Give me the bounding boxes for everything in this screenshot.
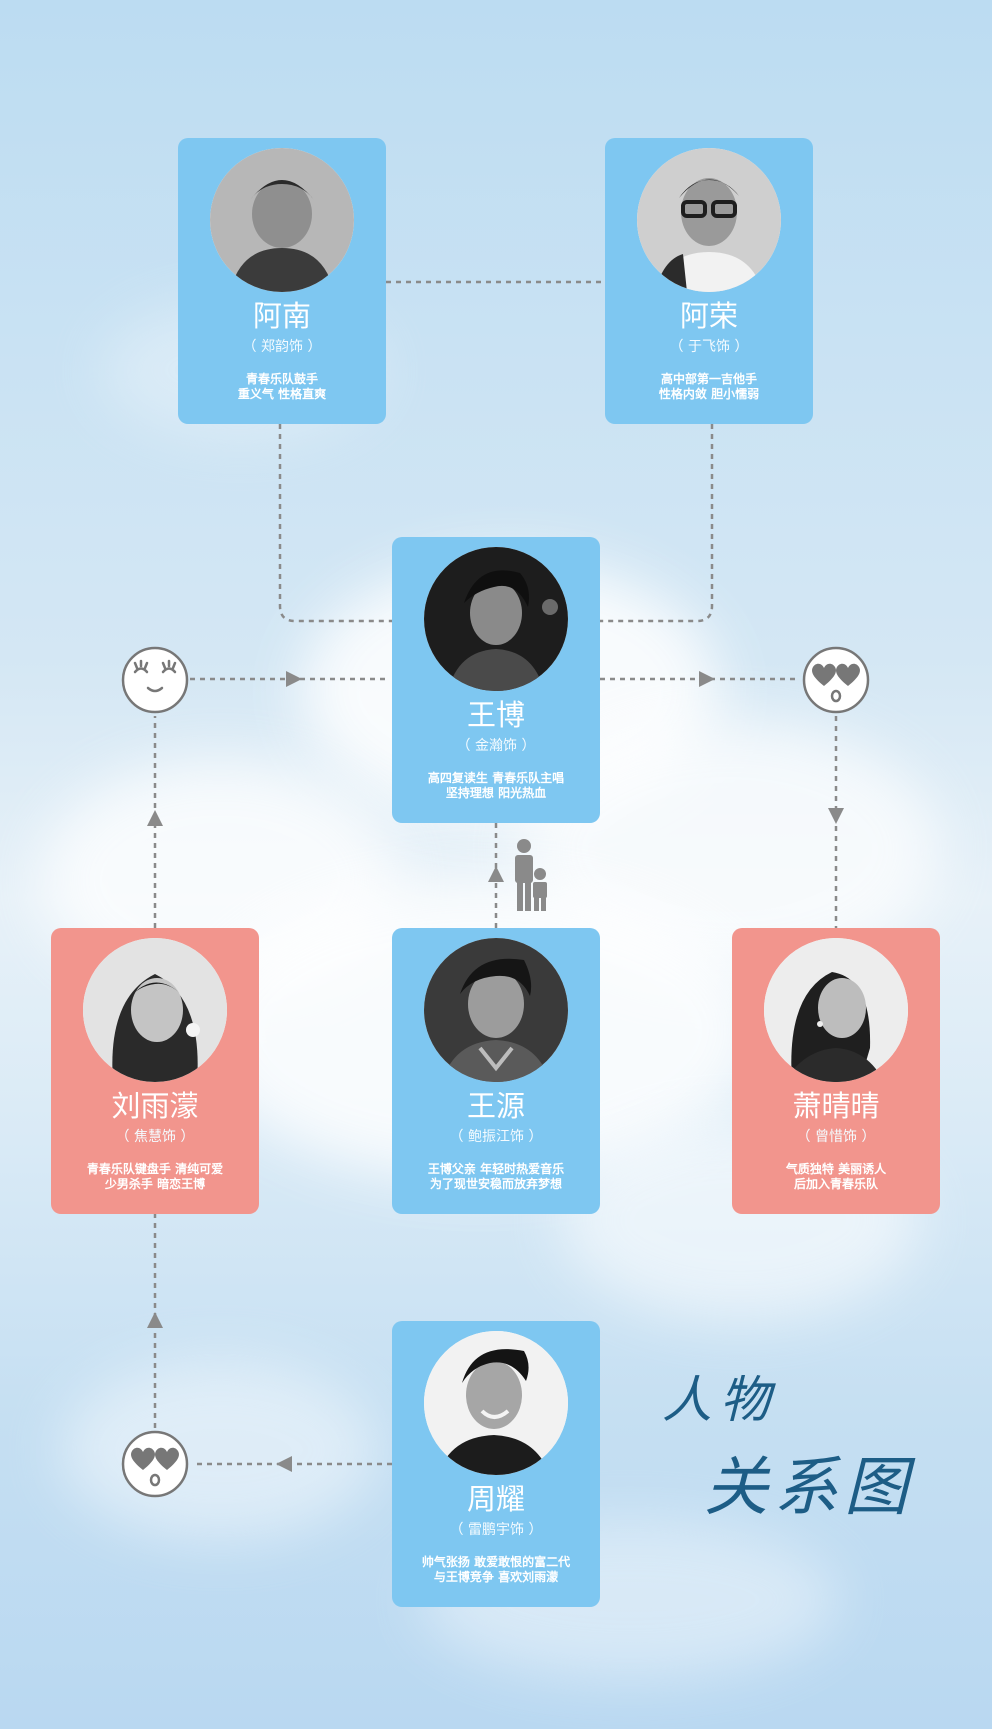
character-card-xiaoqingqing[interactable]: 萧晴晴 （ 曾惜饰 ） 气质独特 美丽诱人 后加入青春乐队 [732, 928, 940, 1214]
character-photo [637, 148, 781, 292]
description-line: 与王博竞争 喜欢刘雨濛 [433, 1570, 559, 1584]
description-line: 性格内敛 胆小懦弱 [658, 387, 760, 401]
character-description: 高四复读生 青春乐队主唱 坚持理想 阳光热血 [392, 771, 600, 801]
description-line: 坚持理想 阳光热血 [445, 786, 547, 800]
character-card-wangbo[interactable]: 王博 （ 金瀚饰 ） 高四复读生 青春乐队主唱 坚持理想 阳光热血 [392, 537, 600, 823]
character-card-arong[interactable]: 阿荣 （ 于飞饰 ） 高中部第一吉他手 性格内敛 胆小懦弱 [605, 138, 813, 424]
character-description: 帅气张扬 敢爱敢恨的富二代 与王博竞争 喜欢刘雨濛 [392, 1555, 600, 1585]
actor-credit: （ 雷鹏宇饰 ） [449, 1522, 543, 1538]
character-name: 阿荣 [679, 299, 738, 333]
character-card-wangyuan[interactable]: 王源 （ 鲍振江饰 ） 王博父亲 年轻时热爱音乐 为了现世安稳而放弃梦想 [392, 928, 600, 1214]
heart-eyes-icon [802, 646, 870, 714]
character-photo [83, 938, 227, 1082]
diagram-title-line2: 关系图 [704, 1451, 914, 1525]
character-card-anan[interactable]: 阿南 （ 郑韵饰 ） 青春乐队鼓手 重义气 性格直爽 [178, 138, 386, 424]
description-line: 后加入青春乐队 [793, 1177, 878, 1191]
arrow-up-liuyumeng [147, 1312, 163, 1328]
arrow-to-wangbo-left [286, 671, 302, 687]
actor-credit: （ 曾惜饰 ） [796, 1129, 876, 1145]
character-description: 王博父亲 年轻时热爱音乐 为了现世安稳而放弃梦想 [392, 1162, 600, 1192]
actor-credit: （ 郑韵饰 ） [242, 339, 322, 355]
father-child-icon [515, 839, 547, 911]
actor-credit: （ 金瀚饰 ） [456, 738, 536, 754]
character-name: 刘雨濛 [111, 1089, 199, 1123]
character-description: 青春乐队键盘手 清纯可爱 少男杀手 暗恋王博 [51, 1162, 259, 1192]
character-description: 气质独特 美丽诱人 后加入青春乐队 [732, 1162, 940, 1192]
description-line: 气质独特 美丽诱人 [785, 1162, 887, 1176]
character-description: 高中部第一吉他手 性格内敛 胆小懦弱 [605, 372, 813, 402]
description-line: 王博父亲 年轻时热爱音乐 [427, 1162, 565, 1176]
character-description: 青春乐队鼓手 重义气 性格直爽 [178, 372, 386, 402]
diagram-title-line1: 人物 [662, 1371, 778, 1429]
arrow-up-shy [147, 810, 163, 826]
character-photo [424, 547, 568, 691]
description-line: 重义气 性格直爽 [237, 387, 327, 401]
character-photo [424, 1331, 568, 1475]
character-card-zhouyao[interactable]: 周耀 （ 雷鹏宇饰 ） 帅气张扬 敢爱敢恨的富二代 与王博竞争 喜欢刘雨濛 [392, 1321, 600, 1607]
actor-credit: （ 焦慧饰 ） [115, 1129, 195, 1145]
character-name: 萧晴晴 [792, 1089, 880, 1123]
arrow-to-heart-top [699, 671, 715, 687]
connector-arong-wangbo [600, 424, 714, 623]
description-line: 高四复读生 青春乐队主唱 [427, 771, 565, 785]
actor-credit: （ 鲍振江饰 ） [449, 1129, 543, 1145]
character-photo [764, 938, 908, 1082]
connector-anan-wangbo [278, 424, 392, 623]
character-name: 阿南 [252, 299, 311, 333]
arrow-left-heart-bottom [276, 1456, 292, 1472]
description-line: 高中部第一吉他手 [660, 372, 757, 386]
character-name: 王源 [466, 1089, 525, 1123]
description-line: 少男杀手 暗恋王博 [104, 1177, 206, 1191]
character-photo [210, 148, 354, 292]
heart-eyes-icon [121, 1430, 189, 1498]
character-name: 王博 [466, 698, 525, 732]
arrow-down-xiaoqingqing [828, 808, 844, 824]
description-line: 帅气张扬 敢爱敢恨的富二代 [421, 1555, 571, 1569]
description-line: 青春乐队键盘手 清纯可爱 [86, 1162, 224, 1176]
actor-credit: （ 于飞饰 ） [669, 339, 749, 355]
description-line: 为了现世安稳而放弃梦想 [429, 1177, 562, 1191]
arrow-up-wangbo [488, 866, 504, 882]
character-name: 周耀 [466, 1482, 525, 1516]
description-line: 青春乐队鼓手 [245, 372, 318, 386]
diagram-title: 人物 关系图 [662, 1360, 942, 1525]
shy-smile-icon [121, 646, 189, 714]
character-photo [424, 938, 568, 1082]
character-card-liuyumeng[interactable]: 刘雨濛 （ 焦慧饰 ） 青春乐队键盘手 清纯可爱 少男杀手 暗恋王博 [51, 928, 259, 1214]
